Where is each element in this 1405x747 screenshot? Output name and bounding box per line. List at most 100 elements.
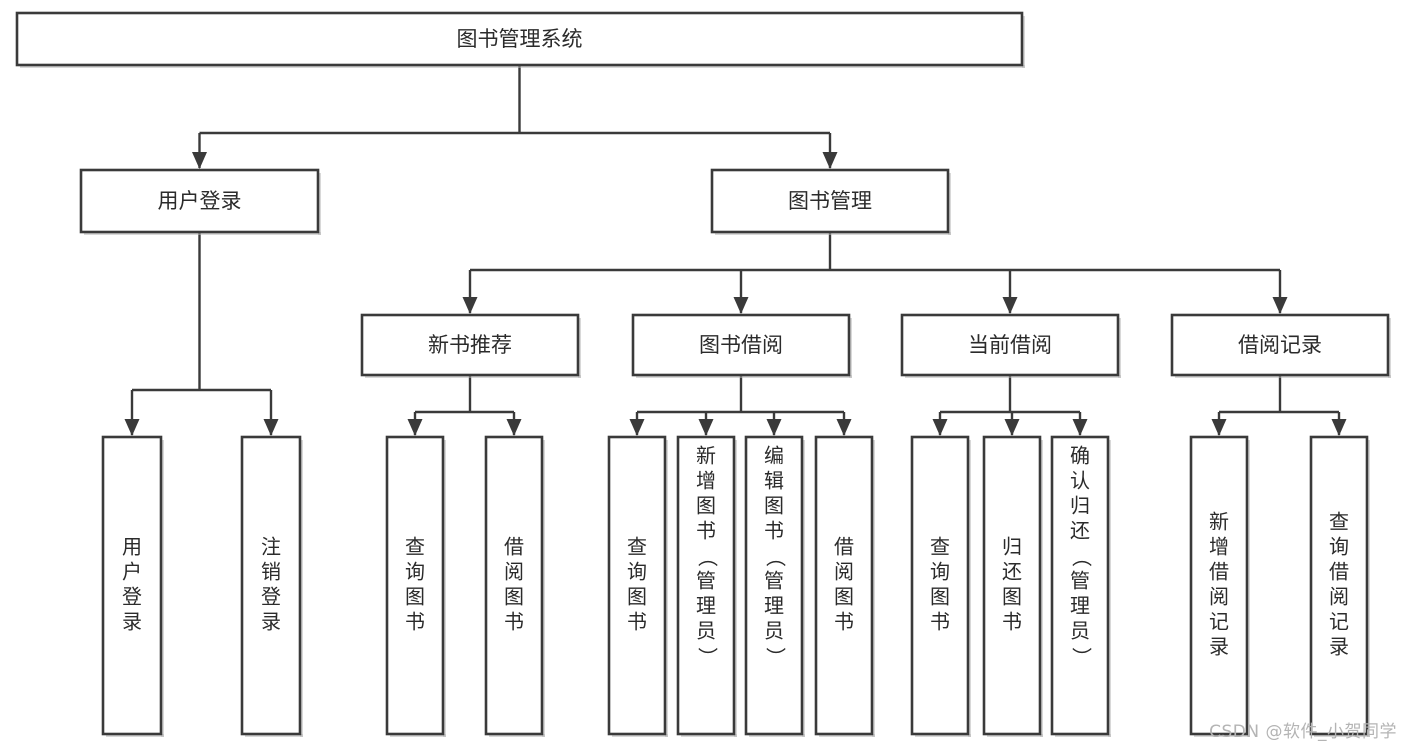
box-shadow [161,440,164,737]
box-outline[interactable] [79,168,320,234]
box-shadow [443,440,446,737]
node-label-char: 登 [261,585,281,609]
node-label-char: 用 [122,535,142,559]
box-shadow [1247,440,1250,737]
box-shadow [987,734,1043,737]
box-outline[interactable] [101,435,163,736]
box-shadow [819,734,875,737]
box-shadow [1388,318,1391,378]
node-label-char: 书 [1002,610,1022,634]
box-outline[interactable] [710,168,950,234]
node-label-char: 阅 [1329,585,1349,609]
node-label-char: 员 [764,619,784,643]
box-outline[interactable] [910,435,970,736]
node-label-char: 图 [764,494,784,518]
box-outline[interactable] [15,11,1024,67]
node-level3-新书推荐[interactable]: 新书推荐 [360,313,581,378]
node-label-char: 记 [1329,610,1349,634]
box-shadow [665,440,668,737]
box-shadow [681,734,737,737]
node-label-char: 增 [696,469,716,493]
box-shadow [1367,440,1370,737]
box-shadow [612,734,668,737]
box-shadow [968,440,971,737]
box-shadow [915,734,971,737]
node-label-char: 书 [930,610,950,634]
node-label-char: 书 [834,610,854,634]
box-outline[interactable] [982,435,1042,736]
box-outline[interactable] [607,435,667,736]
node-label-char: 录 [1209,635,1229,659]
node-label-char: 图 [834,585,854,609]
connector-layer [124,65,1347,436]
node-level2-图书管理[interactable]: 图书管理 [710,168,951,235]
node-label-char: 录 [1329,635,1349,659]
box-shadow [636,375,852,378]
node-label-char: 书 [504,610,524,634]
arrow-head [506,419,522,436]
box-outline[interactable] [385,435,445,736]
box-shadow [872,440,875,737]
box-shadow [1175,375,1391,378]
box-outline[interactable] [814,435,874,736]
node-label-char: 管 [696,569,716,593]
box-outline[interactable] [360,313,580,377]
node-label-char: 新 [1209,510,1229,534]
node-label-char: 辑 [764,469,784,493]
box-outline[interactable] [1050,435,1110,736]
node-root[interactable]: 图书管理系统 [15,11,1025,68]
node-leaf-用户登录-0[interactable]: 用户登录 [101,435,164,737]
node-label-char: 询 [405,560,425,584]
box-outline[interactable] [631,313,851,377]
node-label-char: 归 [1002,535,1022,559]
node-label: 借阅记录 [1238,333,1322,357]
arrow-head [766,419,782,436]
box-outline[interactable] [484,435,544,736]
node-level2-用户登录[interactable]: 用户登录 [79,168,321,235]
box-outline[interactable] [676,435,736,736]
node-label-char: 书 [405,610,425,634]
box-outline[interactable] [240,435,302,736]
box-shadow [1118,318,1121,378]
node-label-char: 管 [764,569,784,593]
node-level3-当前借阅[interactable]: 当前借阅 [900,313,1121,378]
node-label-char: 借 [834,535,854,559]
node-label-char: 阅 [504,560,524,584]
arrow-head [263,419,279,436]
arrow-head [1331,419,1347,436]
box-outline[interactable] [1189,435,1249,736]
arrow-head [698,419,714,436]
node-level3-图书借阅[interactable]: 图书借阅 [631,313,852,378]
box-outline[interactable] [1170,313,1390,377]
box-outline[interactable] [900,313,1120,377]
node-label-char: 还 [1002,560,1022,584]
node-label-char: 查 [930,535,950,559]
node-label: 图书管理系统 [457,27,583,51]
node-label-char: 新 [696,444,716,468]
box-shadow [905,375,1121,378]
arrow-head [1072,419,1088,436]
box-outline[interactable] [1309,435,1369,736]
box-outline[interactable] [744,435,804,736]
arrow-head [124,419,140,436]
box-shadow [715,232,951,235]
node-label-char: 图 [696,494,716,518]
arrow-head [629,419,645,436]
node-label-char: 销 [261,560,281,584]
box-shadow [20,65,1025,68]
node-level3-借阅记录[interactable]: 借阅记录 [1170,313,1391,378]
